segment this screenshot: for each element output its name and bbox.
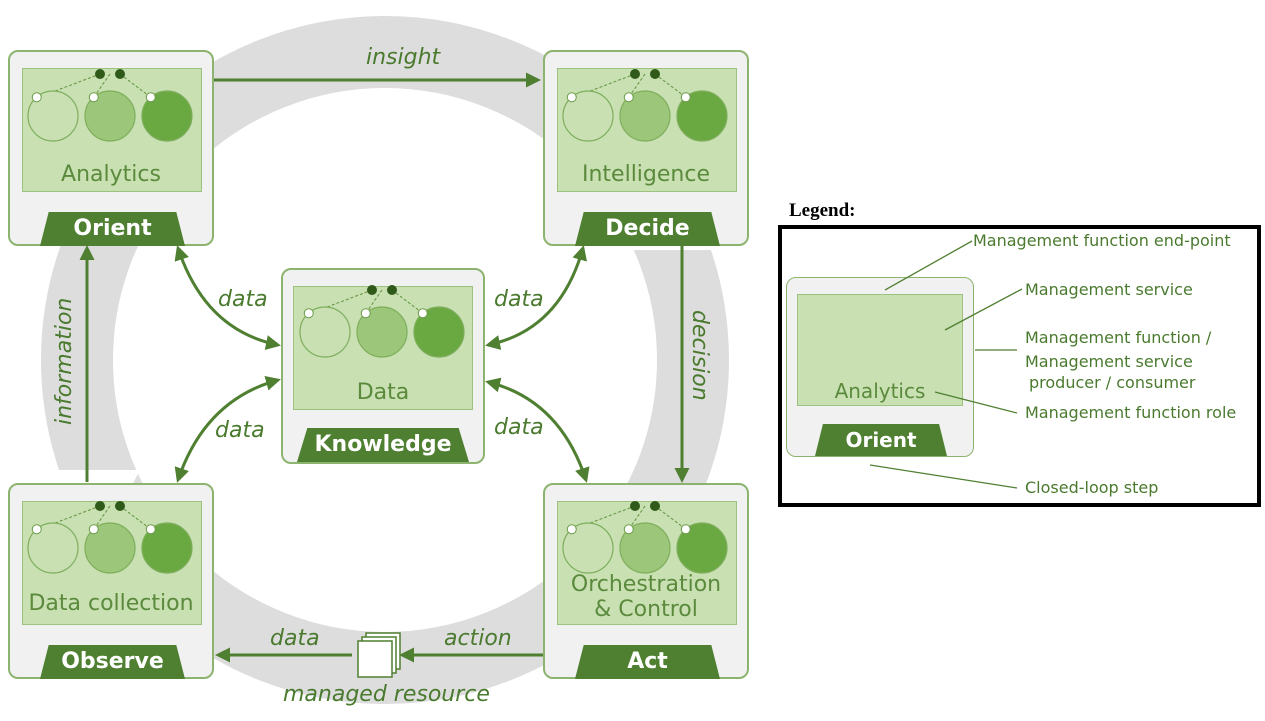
act-role-line2: & Control xyxy=(594,597,698,622)
orient-box: Analytics Orient xyxy=(8,50,214,246)
insight-label: insight xyxy=(366,45,441,70)
orient-role: Analytics xyxy=(61,162,161,187)
legend-service-text: Management service xyxy=(1025,280,1193,299)
legend-function-text-1: Management function / xyxy=(1025,328,1212,347)
data-label-decide: data xyxy=(494,287,544,312)
managed-resource-icon xyxy=(357,632,401,678)
data-label-orient: data xyxy=(218,287,268,312)
legend-frame xyxy=(778,225,1261,507)
decide-box: Intelligence Decide xyxy=(543,50,749,246)
act-step-tab: Act xyxy=(575,645,720,679)
legend-endpoint-text: Management function end-point xyxy=(973,231,1231,250)
data-arrow-orient-knowledge xyxy=(174,245,281,350)
data-label-observe: data xyxy=(215,418,265,443)
action-label: action xyxy=(444,626,512,651)
information-label: information xyxy=(52,297,77,425)
data-arrow-act-knowledge xyxy=(485,377,590,483)
observe-step-tab: Observe xyxy=(40,645,185,679)
orient-step-tab: Orient xyxy=(40,212,185,246)
legend-example-step: Orient xyxy=(815,424,947,456)
knowledge-role: Data xyxy=(356,380,410,405)
legend-example-role: Analytics xyxy=(834,379,926,403)
decide-role: Intelligence xyxy=(581,162,710,187)
data-label-act: data xyxy=(494,415,544,440)
managed-resource-label: managed resource xyxy=(283,682,490,707)
data-label-bottom: data xyxy=(270,626,320,651)
legend-step-text: Closed-loop step xyxy=(1025,478,1159,497)
act-role-line1: Orchestration xyxy=(570,572,722,597)
legend-role-text: Management function role xyxy=(1025,403,1237,422)
data-arrow-decide-knowledge xyxy=(485,245,587,350)
legend-example-function xyxy=(797,294,963,406)
decide-step-tab: Decide xyxy=(575,212,720,246)
observe-box: Data collection Observe xyxy=(8,483,214,679)
legend-title: Legend: xyxy=(789,200,856,221)
legend-function-text-3: producer / consumer xyxy=(1029,373,1196,392)
knowledge-box: Data Knowledge xyxy=(281,268,485,464)
decision-label: decision xyxy=(687,310,712,401)
data-arrow-observe-knowledge xyxy=(174,375,281,483)
knowledge-step-tab: Knowledge xyxy=(297,428,469,462)
observe-role: Data collection xyxy=(28,591,194,616)
act-box: Orchestration & Control Act xyxy=(543,483,749,679)
legend-example-box: Analytics Orient xyxy=(786,277,974,457)
legend-function-text-2: Management service xyxy=(1025,352,1193,371)
